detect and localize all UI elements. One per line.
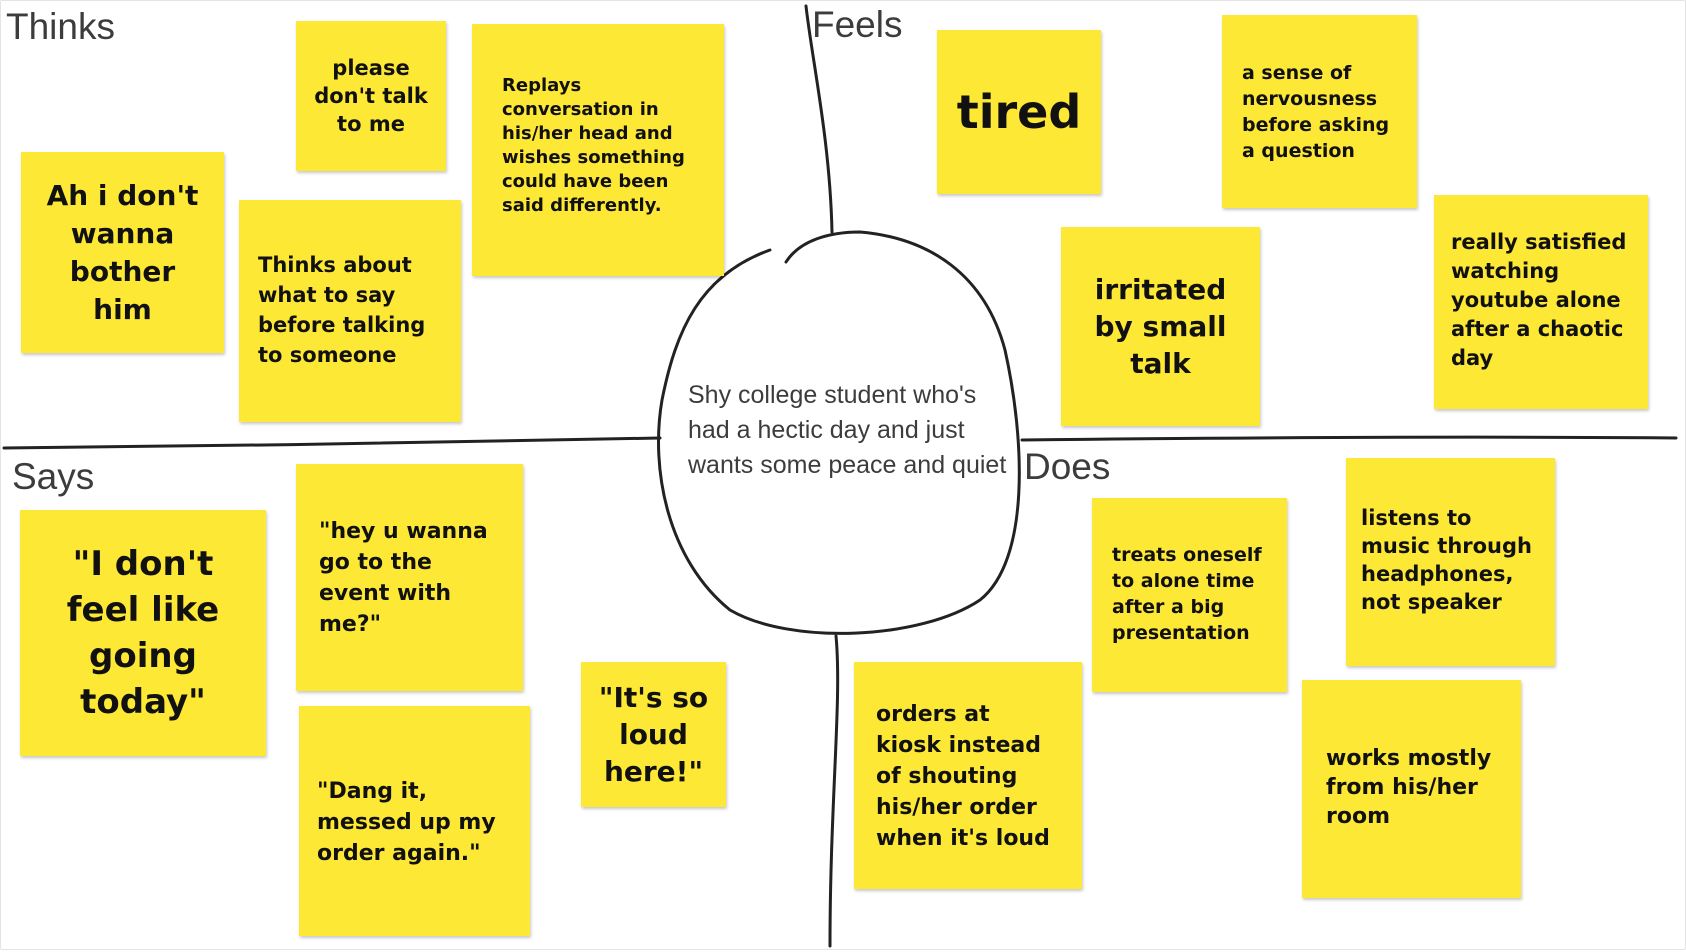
sticky-note[interactable]: "I don't feel like going today": [20, 510, 266, 756]
note-text: please don't talk to me: [314, 56, 428, 136]
note-text: works mostly from his/her room: [1326, 746, 1492, 829]
note-text: Ah i don't wanna bother him: [46, 178, 199, 326]
quadrant-label-feels: Feels: [812, 4, 903, 45]
persona-description: Shy college student who's had a hectic d…: [688, 381, 1007, 479]
divider-right: [1020, 435, 1678, 442]
note-text: "Dang it, messed up my order again.": [317, 779, 496, 866]
sticky-note[interactable]: irritated by small talk: [1061, 227, 1260, 426]
note-text: tired: [956, 85, 1082, 139]
divider-top: [804, 4, 834, 234]
divider-left: [2, 436, 662, 450]
note-text: really satisfied watching youtube alone …: [1451, 230, 1627, 370]
sticky-note[interactable]: Ah i don't wanna bother him: [21, 152, 224, 353]
quadrant-label-does: Does: [1024, 446, 1111, 487]
note-text: Thinks about what to say before talking …: [258, 253, 426, 367]
sticky-note[interactable]: works mostly from his/her room: [1302, 680, 1521, 898]
sticky-note[interactable]: orders at kiosk instead of shouting his/…: [854, 662, 1082, 889]
divider-bottom: [828, 634, 840, 948]
note-text: listens to music through headphones, not…: [1361, 506, 1532, 614]
note-text: orders at kiosk instead of shouting his/…: [876, 702, 1050, 851]
sticky-note[interactable]: tired: [937, 30, 1101, 194]
sticky-note[interactable]: listens to music through headphones, not…: [1346, 458, 1555, 666]
sticky-note[interactable]: a sense of nervousness before asking a q…: [1222, 15, 1417, 208]
note-text: "It's so loud here!": [598, 681, 709, 788]
note-text: Replays conversation in his/her head and…: [502, 75, 685, 216]
sticky-note[interactable]: really satisfied watching youtube alone …: [1434, 195, 1648, 409]
center-circle: [657, 230, 1021, 635]
quadrant-label-thinks: Thinks: [6, 6, 115, 47]
sticky-note[interactable]: Thinks about what to say before talking …: [239, 200, 461, 422]
note-text: "I don't feel like going today": [66, 544, 220, 722]
sticky-note[interactable]: treats oneself to alone time after a big…: [1092, 498, 1287, 692]
note-text: "hey u wanna go to the event with me?": [319, 519, 488, 637]
note-text: a sense of nervousness before asking a q…: [1242, 62, 1390, 162]
quadrant-label-says: Says: [12, 456, 95, 497]
note-text: treats oneself to alone time after a big…: [1112, 544, 1262, 644]
sticky-note[interactable]: "hey u wanna go to the event with me?": [296, 464, 523, 691]
sticky-note[interactable]: Replays conversation in his/her head and…: [472, 24, 724, 276]
sticky-note[interactable]: "Dang it, messed up my order again.": [299, 706, 530, 936]
sticky-note[interactable]: "It's so loud here!": [581, 662, 726, 807]
note-text: irritated by small talk: [1094, 273, 1227, 380]
sticky-note[interactable]: please don't talk to me: [296, 21, 446, 171]
